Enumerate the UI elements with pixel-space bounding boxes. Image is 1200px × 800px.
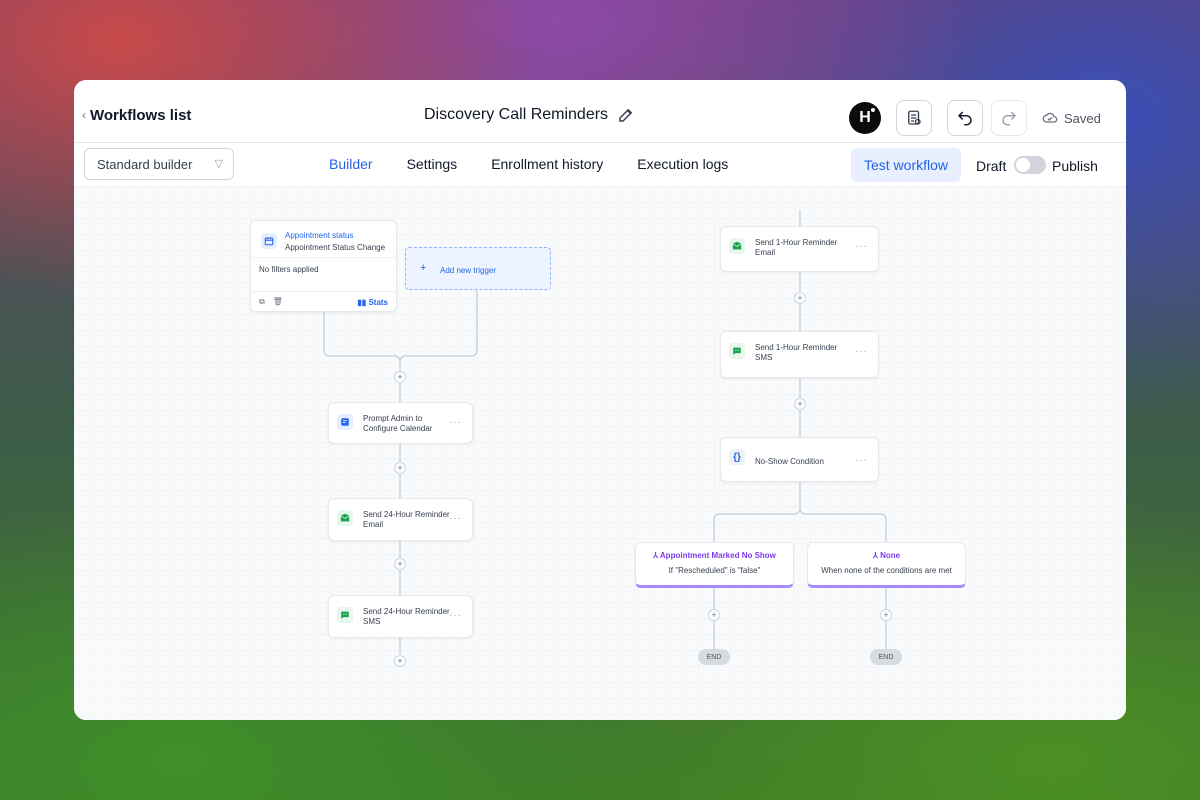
- add-step-button[interactable]: +: [794, 292, 806, 304]
- redo-icon: [1002, 111, 1017, 126]
- add-step-button[interactable]: +: [394, 371, 406, 383]
- add-step-button[interactable]: +: [394, 558, 406, 570]
- publish-toggle[interactable]: [1014, 156, 1046, 174]
- trash-icon[interactable]: 🗑: [272, 297, 283, 306]
- back-chevron-icon[interactable]: ‹: [82, 108, 86, 122]
- email-icon: [729, 238, 745, 254]
- saved-status: Saved: [1042, 110, 1101, 126]
- undo-icon: [957, 111, 972, 126]
- workflow-builder-window: ‹ Workflows list Discovery Call Reminder…: [74, 80, 1126, 720]
- workflows-list-link[interactable]: Workflows list: [90, 107, 192, 124]
- workflow-notes-button[interactable]: [896, 100, 932, 136]
- branch-icon: ⅄: [653, 551, 658, 560]
- sms-icon: [337, 607, 353, 623]
- end-marker: END: [870, 649, 902, 665]
- branch-no-show[interactable]: ⅄ Appointment Marked No Show If "Resched…: [635, 542, 794, 588]
- undo-button[interactable]: [947, 100, 983, 136]
- tab-builder[interactable]: Builder: [329, 156, 373, 172]
- add-step-button[interactable]: +: [394, 462, 406, 474]
- tab-execution-logs[interactable]: Execution logs: [637, 156, 729, 172]
- avatar[interactable]: H: [849, 102, 881, 134]
- connector-lines: [323, 210, 887, 654]
- add-step-button[interactable]: +: [708, 609, 720, 621]
- workflow-canvas[interactable]: [74, 186, 1126, 720]
- copy-icon[interactable]: ⧉: [259, 297, 265, 306]
- trigger-title: Appointment status: [285, 231, 354, 240]
- trigger-card[interactable]: Appointment status Appointment Status Ch…: [250, 220, 397, 312]
- email-icon: [337, 510, 353, 526]
- end-marker: END: [698, 649, 730, 665]
- more-options-icon[interactable]: ···: [855, 346, 868, 357]
- chevron-down-icon: ▽: [214, 158, 223, 170]
- step-no-show-condition[interactable]: {} No-Show Condition ···: [720, 437, 879, 482]
- add-step-button[interactable]: +: [794, 398, 806, 410]
- workflow-tabs: Builder Settings Enrollment history Exec…: [329, 156, 728, 172]
- more-options-icon[interactable]: ···: [855, 241, 868, 252]
- trigger-subtitle: Appointment Status Change: [285, 243, 386, 252]
- workflow-title: Discovery Call Reminders: [424, 106, 609, 123]
- plus-icon: +: [420, 262, 427, 274]
- test-workflow-button[interactable]: Test workflow: [851, 148, 961, 182]
- top-bar: ‹ Workflows list Discovery Call Reminder…: [74, 80, 1126, 142]
- builder-select[interactable]: Standard builder ▽: [84, 148, 234, 180]
- more-options-icon[interactable]: ···: [449, 417, 462, 428]
- pencil-icon[interactable]: [617, 106, 635, 124]
- tab-enrollment-history[interactable]: Enrollment history: [491, 156, 604, 172]
- stats-button[interactable]: ▮▮ Stats: [357, 298, 388, 307]
- branch-icon: ⅄: [872, 551, 878, 560]
- canvas-grid: [74, 186, 1126, 720]
- trigger-filters: No filters applied: [259, 265, 319, 274]
- tab-settings[interactable]: Settings: [406, 156, 458, 172]
- more-options-icon[interactable]: ···: [449, 513, 462, 524]
- redo-button[interactable]: [991, 100, 1027, 136]
- cloud-check-icon: [1042, 112, 1058, 123]
- sms-icon: [729, 343, 745, 359]
- header-divider: [74, 142, 1126, 143]
- calendar-icon: [261, 233, 277, 249]
- add-trigger-button[interactable]: + Add new trigger: [405, 247, 551, 290]
- add-step-button[interactable]: +: [394, 655, 406, 667]
- publish-label: Publish: [1052, 158, 1098, 174]
- code-braces-icon: {}: [729, 449, 745, 465]
- draft-label: Draft: [976, 158, 1007, 174]
- more-options-icon[interactable]: ···: [449, 610, 462, 621]
- branch-none[interactable]: ⅄ None When none of the conditions are m…: [807, 542, 966, 588]
- clipboard-icon: [908, 110, 921, 125]
- more-options-icon[interactable]: ···: [855, 455, 868, 466]
- add-step-button[interactable]: +: [880, 609, 892, 621]
- task-icon: [337, 414, 353, 430]
